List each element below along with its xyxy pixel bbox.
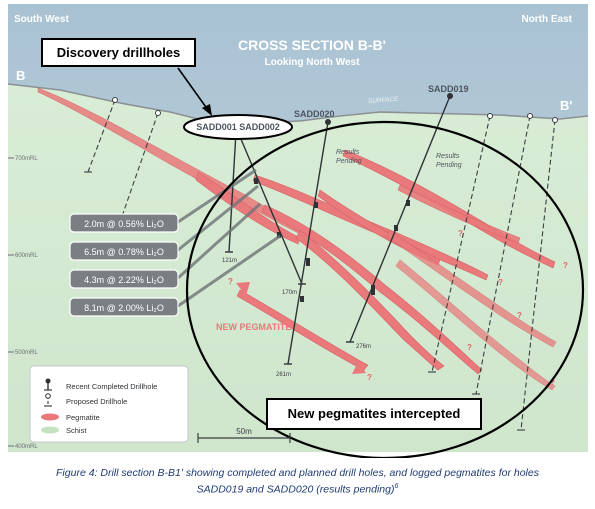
section-title: CROSS SECTION B-B' bbox=[238, 37, 386, 53]
discovery-pointer-head bbox=[202, 104, 212, 116]
question-mark: ? bbox=[458, 229, 463, 238]
section-end-b-prime: B' bbox=[560, 98, 572, 113]
scale-bar bbox=[197, 433, 291, 443]
caption-line-2-text: SADD019 and SADD020 (results pending) bbox=[196, 483, 395, 496]
legend-box bbox=[29, 365, 189, 443]
intercept-text: 2.0m @ 0.56% Li₂O bbox=[84, 219, 164, 229]
question-mark: ? bbox=[367, 373, 372, 382]
caption-line-1: Figure 4: Drill section B-B1' showing co… bbox=[56, 467, 539, 479]
depth-labels: 121m 170m 276m 261m bbox=[222, 258, 371, 378]
new-pegmatite-arrow-up bbox=[236, 282, 250, 296]
completed-hole-ends bbox=[225, 251, 354, 365]
schist-ground bbox=[8, 84, 588, 452]
results-pending-text: Results bbox=[336, 149, 360, 156]
section-subtitle: Looking North West bbox=[265, 57, 360, 68]
results-pending-text-line2: Pending bbox=[436, 162, 462, 169]
results-pending-sadd019: Results Pending bbox=[436, 153, 462, 169]
question-mark: ? bbox=[550, 378, 555, 387]
proposed-hole bbox=[475, 115, 531, 395]
cross-section-panel: SURFACE 700mRL 600mRL 500mRL 400mRL Sout… bbox=[7, 4, 589, 458]
intercept-box bbox=[69, 269, 179, 289]
recent-drillhole-icon bbox=[45, 378, 51, 384]
pegmatite-ne-upper bbox=[397, 184, 521, 244]
intercept-box bbox=[69, 213, 179, 233]
legend-pegmatite-label: Pegmatite bbox=[66, 413, 100, 422]
pegmatite-ne-fade-2 bbox=[395, 259, 556, 391]
label-sadd001-sadd002: SADD001 SADD002 bbox=[196, 122, 280, 132]
elevation-label-700: 700mRL bbox=[15, 156, 38, 162]
results-pending-labels: Results Pending Results Pending bbox=[336, 149, 462, 169]
question-mark: ? bbox=[228, 277, 233, 286]
label-sadd020: SADD020 bbox=[294, 109, 335, 119]
question-mark: ? bbox=[517, 311, 522, 320]
south-west-label: South West bbox=[14, 14, 69, 25]
proposed-hole bbox=[87, 99, 116, 173]
legend: Recent Completed Drillhole Proposed Dril… bbox=[29, 365, 189, 443]
results-pending-text-line2: Pending bbox=[336, 158, 362, 165]
intercept-boxes: 2.0m @ 0.56% Li₂O 6.5m @ 0.78% Li₂O 4.3m… bbox=[69, 213, 179, 317]
legend-proposed-label: Proposed Drillhole bbox=[66, 397, 127, 406]
proposed-drillhole-icon bbox=[45, 393, 51, 399]
proposed-hole-collars bbox=[112, 97, 558, 123]
pegmatite-mid-4 bbox=[295, 229, 445, 371]
question-marks: ? ? ? ? ? ? ? ? bbox=[228, 229, 568, 387]
discovery-drillholes-callout: Discovery drillholes bbox=[41, 38, 196, 67]
elevation-label-500: 500mRL bbox=[15, 350, 38, 356]
depth-276: 276m bbox=[356, 344, 371, 350]
elevation-label-600: 600mRL bbox=[15, 253, 38, 259]
surface-label: SURFACE bbox=[368, 96, 400, 105]
depth-261: 261m bbox=[276, 372, 291, 378]
question-mark: ? bbox=[563, 261, 568, 270]
proposed-hole bbox=[119, 112, 159, 223]
legend-recent-label: Recent Completed Drillhole bbox=[66, 382, 157, 391]
drillhole-sadd020 bbox=[287, 121, 329, 365]
pegmatite-bodies bbox=[37, 87, 557, 391]
intercept-box bbox=[69, 297, 179, 317]
pegmatite-swatch bbox=[41, 413, 59, 421]
surface-line bbox=[7, 83, 589, 124]
new-pegmatite-arrow-down bbox=[352, 362, 366, 374]
cross-section-svg: SURFACE 700mRL 600mRL 500mRL 400mRL Sout… bbox=[7, 4, 589, 458]
question-mark: ? bbox=[498, 278, 503, 287]
figure-caption: Figure 4: Drill section B-B1' showing co… bbox=[0, 466, 595, 497]
intercept-text: 8.1m @ 2.00% Li₂O bbox=[84, 303, 164, 313]
new-pegmatites-callout: New pegmatites intercepted bbox=[266, 398, 482, 430]
drillhole-sadd002 bbox=[237, 131, 303, 285]
elevation-label-400: 400mRL bbox=[15, 444, 38, 450]
caption-reference: 6 bbox=[394, 483, 399, 490]
new-pegmatites-text: New pegmatites intercepted bbox=[287, 406, 461, 421]
proposed-drillholes bbox=[87, 99, 556, 431]
intercept-leaders bbox=[176, 168, 281, 308]
caption-line-2: SADD019 and SADD020 (results pending)6 bbox=[0, 480, 595, 497]
depth-121: 121m bbox=[222, 258, 237, 264]
new-pegmatite-label: NEW PEGMATITE bbox=[216, 322, 291, 332]
pegmatite-zone-ellipse bbox=[185, 120, 585, 458]
depth-170: 170m bbox=[282, 290, 297, 296]
scale-bar-label: 50m bbox=[236, 427, 252, 436]
results-pending-text: Results bbox=[436, 153, 460, 160]
proposed-hole bbox=[431, 115, 491, 373]
proposed-hole bbox=[520, 119, 556, 431]
intercept-text: 4.3m @ 2.22% Li₂O bbox=[84, 275, 164, 285]
section-end-b: B bbox=[16, 68, 25, 83]
results-pending-sadd020: Results Pending bbox=[336, 149, 362, 165]
pegmatite-ne-fade-1 bbox=[385, 229, 557, 348]
discovery-pointer-line bbox=[177, 67, 209, 111]
discovery-drillholes-text: Discovery drillholes bbox=[56, 45, 181, 60]
pegmatite-new-lower bbox=[236, 289, 369, 371]
intercept-box bbox=[69, 241, 179, 261]
completed-drillholes bbox=[228, 95, 451, 365]
legend-schist-label: Schist bbox=[66, 426, 87, 435]
discovery-oval bbox=[183, 114, 293, 140]
schist-swatch bbox=[41, 426, 59, 434]
label-sadd019: SADD019 bbox=[428, 84, 469, 94]
elevation-axis: 700mRL 600mRL 500mRL 400mRL bbox=[8, 156, 38, 450]
question-mark: ? bbox=[467, 343, 472, 352]
north-east-label: North East bbox=[521, 14, 572, 25]
intercept-text: 6.5m @ 0.78% Li₂O bbox=[84, 247, 164, 257]
drillhole-sadd019 bbox=[349, 95, 451, 343]
